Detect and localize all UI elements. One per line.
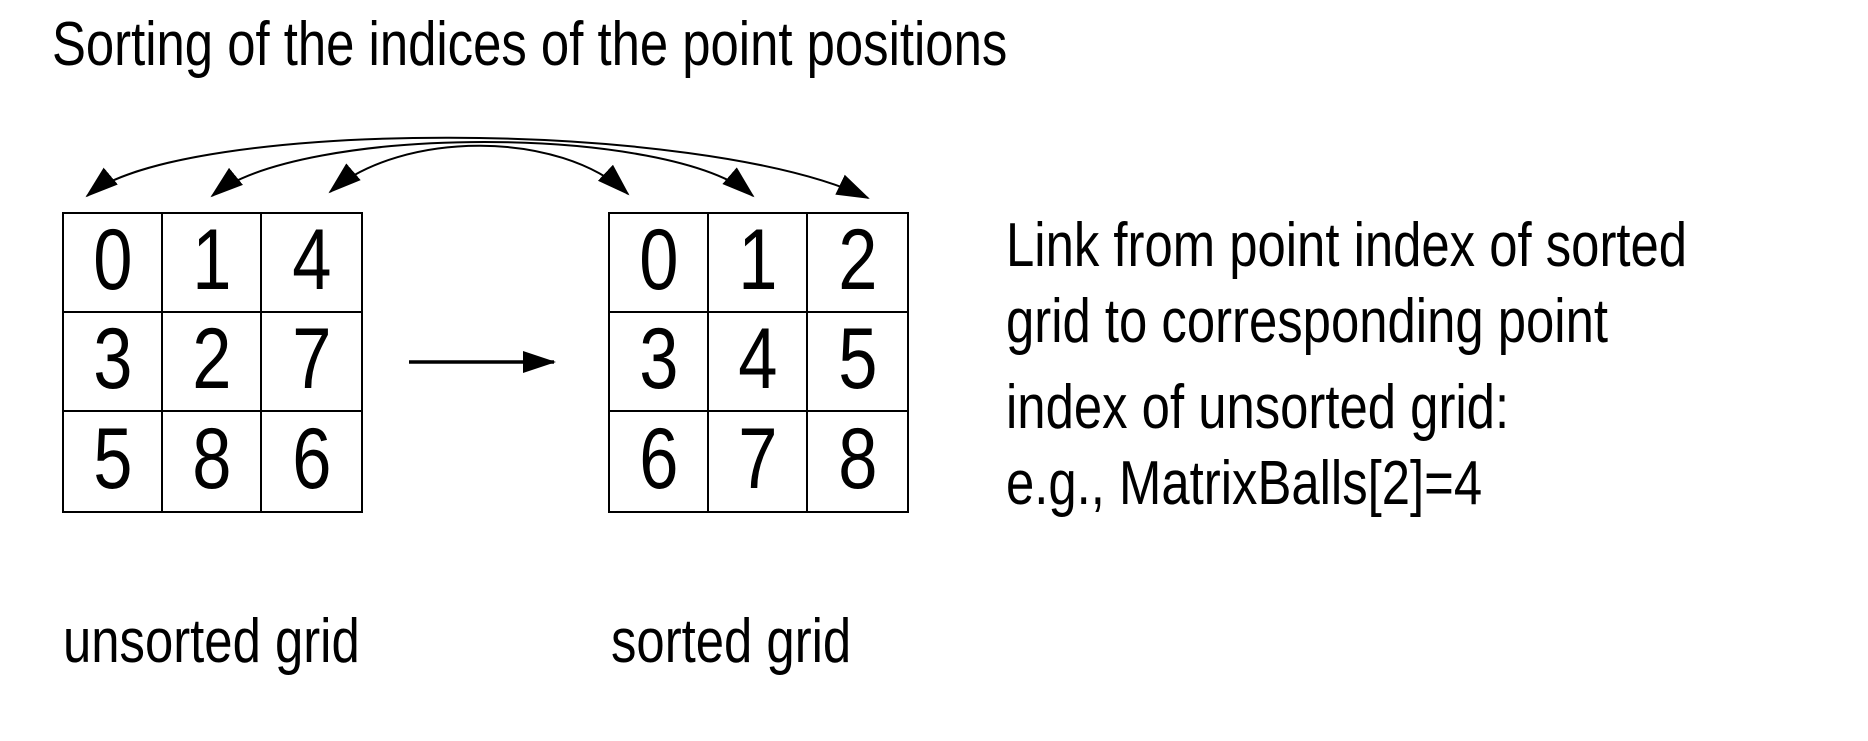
annotation-line: grid to corresponding point <box>1006 287 1608 356</box>
unsorted-cell-6: 5 <box>64 412 163 511</box>
mapping-arc-1-icon <box>85 136 870 199</box>
cell-value: 1 <box>191 211 232 308</box>
annotation-line: index of unsorted grid: <box>1006 373 1510 442</box>
mapping-arc-2-icon <box>210 141 755 198</box>
cell-value: 5 <box>92 410 133 507</box>
cell-value: 2 <box>837 211 878 308</box>
cell-value: 8 <box>837 410 878 507</box>
unsorted-grid-label: unsorted grid <box>63 607 360 676</box>
unsorted-cell-0: 0 <box>64 214 163 313</box>
cell-value: 6 <box>291 410 332 507</box>
cell-value: 1 <box>737 211 778 308</box>
sorted-cell-5: 5 <box>808 313 907 412</box>
unsorted-cell-2: 4 <box>262 214 361 313</box>
sorted-cell-2: 2 <box>808 214 907 313</box>
mapping-arc-3-icon <box>328 144 630 196</box>
cell-value: 6 <box>638 410 679 507</box>
sorted-grid-label: sorted grid <box>611 607 852 676</box>
unsorted-cell-5: 7 <box>262 313 361 412</box>
unsorted-grid: 0 1 4 3 2 7 5 8 6 <box>62 212 363 513</box>
sorted-grid: 0 1 2 3 4 5 6 7 8 <box>608 212 909 513</box>
cell-value: 4 <box>737 310 778 407</box>
sorted-cell-7: 7 <box>709 412 808 511</box>
page-title: Sorting of the indices of the point posi… <box>52 10 1008 79</box>
annotation-paragraph-2: index of unsorted grid: e.g., MatrixBall… <box>1006 370 1620 522</box>
sorted-cell-0: 0 <box>610 214 709 313</box>
unsorted-cell-7: 8 <box>163 412 262 511</box>
unsorted-cell-4: 2 <box>163 313 262 412</box>
sorted-cell-6: 6 <box>610 412 709 511</box>
sorted-cell-4: 4 <box>709 313 808 412</box>
cell-value: 8 <box>191 410 232 507</box>
cell-value: 3 <box>92 310 133 407</box>
cell-value: 5 <box>837 310 878 407</box>
cell-value: 4 <box>291 211 332 308</box>
cell-value: 3 <box>638 310 679 407</box>
cell-value: 7 <box>737 410 778 507</box>
sorted-cell-1: 1 <box>709 214 808 313</box>
annotation-line: e.g., MatrixBalls[2]=4 <box>1006 449 1483 518</box>
unsorted-cell-1: 1 <box>163 214 262 313</box>
annotation-paragraph-1: Link from point index of sorted grid to … <box>1006 208 1837 360</box>
cell-value: 0 <box>638 211 679 308</box>
sorted-cell-3: 3 <box>610 313 709 412</box>
cell-value: 2 <box>191 310 232 407</box>
cell-value: 7 <box>291 310 332 407</box>
cell-value: 0 <box>92 211 133 308</box>
sorted-cell-8: 8 <box>808 412 907 511</box>
unsorted-cell-3: 3 <box>64 313 163 412</box>
unsorted-cell-8: 6 <box>262 412 361 511</box>
annotation-line: Link from point index of sorted <box>1006 211 1688 280</box>
